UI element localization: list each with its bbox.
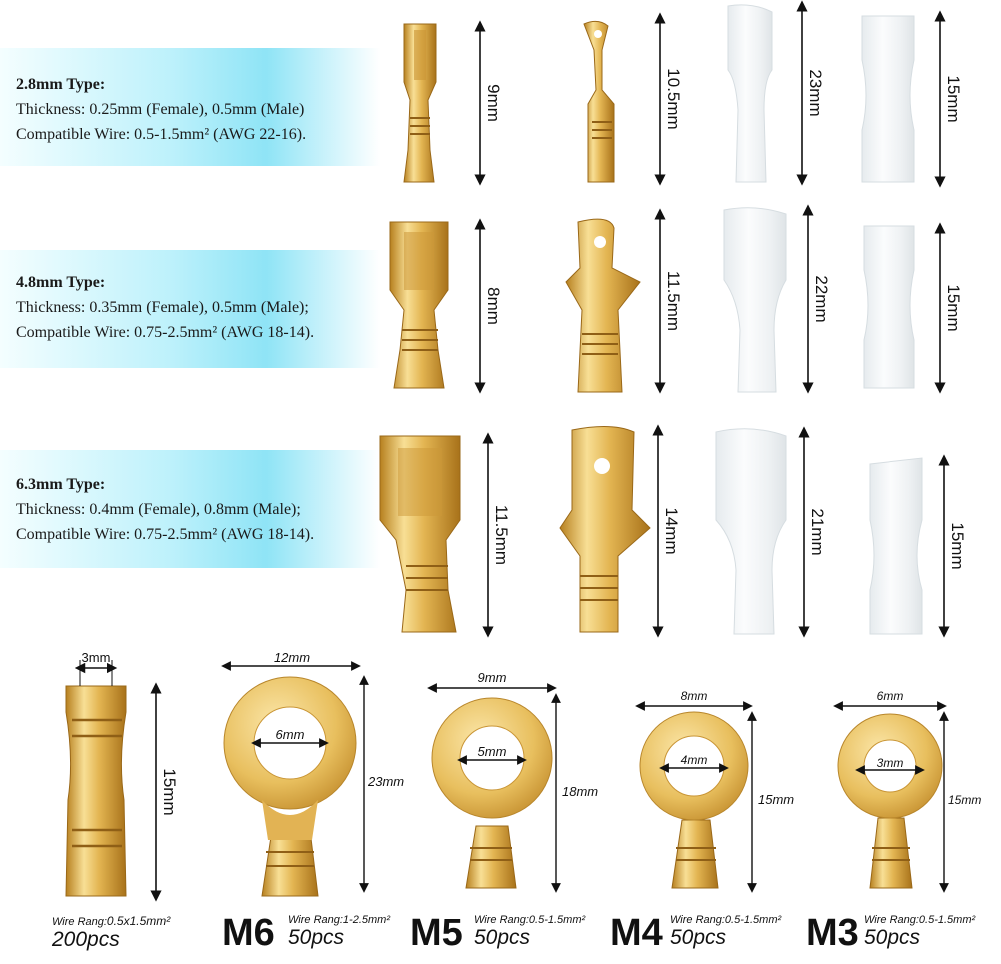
spec-wire: Compatible Wire: 0.5-1.5mm² (AWG 22-16). xyxy=(16,126,307,143)
dim-label: 6mm xyxy=(877,689,904,703)
dim-label: 15mm xyxy=(944,75,963,122)
wire-range-value: 1-2.5mm² xyxy=(342,914,390,926)
dim-label: 3mm xyxy=(82,650,111,665)
male-terminal-2-8 xyxy=(583,20,615,183)
spec-4-8: 4.8mm Type: Thickness: 0.35mm (Female), … xyxy=(16,270,314,345)
dim-label: 15mm xyxy=(758,792,794,807)
size-label-m3: M3 xyxy=(806,912,859,954)
dim-label: 9mm xyxy=(478,670,507,685)
wire-range: Wire Rang:0.5x1.5mm² xyxy=(52,914,170,928)
size-label-m6: M6 xyxy=(222,912,275,954)
butt-connector-caption: Wire Rang:0.5x1.5mm² 200pcs xyxy=(52,914,170,952)
piece-count: 200pcs xyxy=(52,928,120,951)
piece-count: 50pcs xyxy=(864,926,921,949)
spec-thickness: Thickness: 0.25mm (Female), 0.5mm (Male) xyxy=(16,101,305,118)
sleeve-male-6-3 xyxy=(869,457,923,635)
spec-band-4-8 xyxy=(0,250,380,368)
spec-2-8: 2.8mm Type: Thickness: 0.25mm (Female), … xyxy=(16,72,306,147)
wire-range-label: Wire Rang: xyxy=(670,914,725,926)
dim-label: 12mm xyxy=(274,650,310,665)
spec-wire: Compatible Wire: 0.75-2.5mm² (AWG 18-14)… xyxy=(16,526,315,543)
wire-range-value: 0.5-1.5mm² xyxy=(918,914,976,926)
m3-caption: Wire Rang:0.5-1.5mm² 50pcs xyxy=(864,914,975,950)
ring-terminal-m4: 8mm 4mm 15mm xyxy=(635,689,794,893)
wire-range: Wire Rang:0.5-1.5mm² xyxy=(670,914,781,926)
dim-label: 23mm xyxy=(806,69,825,116)
dim-label: 9mm xyxy=(484,84,503,122)
piece-count: 50pcs xyxy=(474,926,531,949)
dim-label: 22mm xyxy=(812,275,831,322)
dim-label: 15mm xyxy=(160,768,179,815)
spec-title: 4.8mm Type: xyxy=(16,274,106,291)
male-terminal-6-3 xyxy=(559,426,651,633)
wire-range-value: 0.5-1.5mm² xyxy=(528,914,586,926)
ring-terminal-m5: 9mm 5mm 18mm xyxy=(427,670,598,893)
spec-thickness: Thickness: 0.35mm (Female), 0.5mm (Male)… xyxy=(16,299,309,316)
wire-range-label: Wire Rang: xyxy=(864,914,919,926)
spec-thickness: Thickness: 0.4mm (Female), 0.8mm (Male); xyxy=(16,501,301,518)
sleeve-female-2-8 xyxy=(727,4,773,183)
dim-label: 10.5mm xyxy=(664,68,683,129)
butt-connector: 3mm 15mm xyxy=(65,650,179,902)
dim-label: 14mm xyxy=(662,507,681,554)
sleeve-female-4-8 xyxy=(723,207,787,393)
dim-label: 11.5mm xyxy=(664,271,683,331)
dim-label: 15mm xyxy=(948,793,981,807)
wire-range-label: Wire Rang: xyxy=(52,916,107,928)
size-label-m5: M5 xyxy=(410,912,463,954)
wire-range: Wire Rang:0.5-1.5mm² xyxy=(864,914,975,926)
dim-label: 4mm xyxy=(681,753,708,767)
dim-label: 8mm xyxy=(484,287,503,325)
dim-label: 6mm xyxy=(276,727,305,742)
ring-terminal-m3: 6mm 3mm 15mm xyxy=(833,689,981,893)
dim-label: 21mm xyxy=(808,508,827,555)
dim-label: 15mm xyxy=(944,284,963,331)
dim-label: 18mm xyxy=(562,784,598,799)
dimension-lines xyxy=(474,0,950,638)
m5-caption: Wire Rang:0.5-1.5mm² 50pcs xyxy=(474,914,585,950)
piece-count: 50pcs xyxy=(670,926,727,949)
ring-terminal-m6: 12mm 6mm 23mm xyxy=(221,650,404,897)
spec-6-3: 6.3mm Type: Thickness: 0.4mm (Female), 0… xyxy=(16,472,314,547)
female-terminal-6-3 xyxy=(379,435,461,633)
wire-range: Wire Rang:1-2.5mm² xyxy=(288,914,390,926)
sleeve-male-2-8 xyxy=(861,15,915,183)
sleeve-female-6-3 xyxy=(715,428,787,635)
female-terminal-2-8 xyxy=(403,23,437,183)
dim-label: 23mm xyxy=(367,774,404,789)
female-terminal-4-8 xyxy=(389,221,449,389)
spec-title: 6.3mm Type: xyxy=(16,476,106,493)
m4-caption: Wire Rang:0.5-1.5mm² 50pcs xyxy=(670,914,781,950)
dimension-labels: 9mm 10.5mm 23mm 15mm 8mm 11.5mm 22mm 15m… xyxy=(484,68,967,569)
wire-range: Wire Rang:0.5-1.5mm² xyxy=(474,914,585,926)
piece-count: 50pcs xyxy=(288,926,345,949)
wire-range-label: Wire Rang: xyxy=(288,914,343,926)
wire-range-label: Wire Rang: xyxy=(474,914,529,926)
spec-band-6-3 xyxy=(0,450,380,568)
dim-label: 15mm xyxy=(948,522,967,569)
spec-wire: Compatible Wire: 0.75-2.5mm² (AWG 18-14)… xyxy=(16,324,315,341)
m6-caption: Wire Rang:1-2.5mm² 50pcs xyxy=(288,914,390,950)
dim-label: 3mm xyxy=(877,756,904,770)
dim-label: 5mm xyxy=(478,744,507,759)
size-label-m4: M4 xyxy=(610,912,663,954)
dim-label: 8mm xyxy=(681,689,708,703)
spec-band-2-8 xyxy=(0,48,380,166)
wire-range-value: 0.5-1.5mm² xyxy=(724,914,782,926)
male-terminal-4-8 xyxy=(565,218,641,393)
spec-title: 2.8mm Type: xyxy=(16,76,106,93)
wire-range-value: 0.5x1.5mm² xyxy=(106,914,171,928)
dim-label: 11.5mm xyxy=(492,505,511,565)
sleeve-male-4-8 xyxy=(863,225,915,389)
